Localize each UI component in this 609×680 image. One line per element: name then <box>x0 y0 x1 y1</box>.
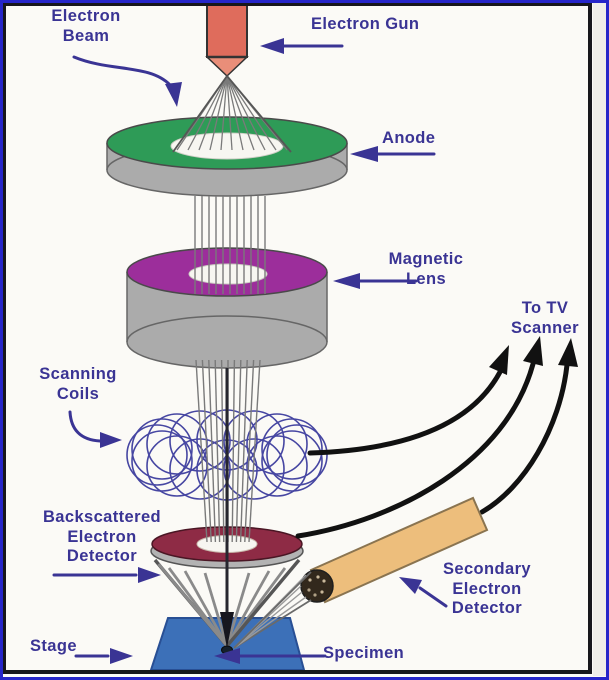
electron-beam-arrow <box>72 55 172 87</box>
magnetic-lens-disc <box>126 247 328 369</box>
anode-disc <box>106 116 348 197</box>
tv-scanner-curve-3 <box>479 362 570 515</box>
tv-scanner-arrowhead-3 <box>558 338 578 367</box>
secondary-electron-fan <box>233 571 312 649</box>
tv-scanner-curve-2 <box>295 361 536 539</box>
frame-black <box>2 2 592 674</box>
electron-gun-label: Electron Gun <box>311 15 420 33</box>
magnetic-lens-label: Magnetic Lens <box>388 250 464 288</box>
electron-beam-fan <box>172 75 292 153</box>
electron-beam-label: Electron Beam <box>51 7 121 45</box>
beam-tip <box>220 612 234 648</box>
scanning-coils-label: Scanning Coils <box>39 365 117 403</box>
tv-scanner-arrowhead-1 <box>489 345 509 375</box>
electron-beam-column-upper <box>194 196 266 294</box>
electron-gun-body <box>206 4 248 58</box>
secondary-detector-arrow <box>418 586 448 608</box>
anode-label: Anode <box>382 129 436 147</box>
label-arrows <box>52 38 448 664</box>
to-tv-scanner-label: To TV Scanner <box>511 299 579 337</box>
scanning-coils-shape <box>126 409 328 501</box>
electron-gun-shape <box>205 4 249 78</box>
tv-scanner-arrows <box>295 336 578 539</box>
secondary-electron-detector-label: Secondary Electron Detector <box>443 560 531 617</box>
electron-gun-funnel <box>205 56 249 78</box>
tv-scanner-arrowhead-2 <box>523 336 543 366</box>
lens-bottom <box>126 315 328 369</box>
backscattered-electron-detector-label: Backscattered Electron Detector <box>42 508 162 565</box>
anode-hole <box>170 132 284 160</box>
tv-scanner-curve-1 <box>307 369 503 456</box>
secondary-detector-shape <box>300 496 489 604</box>
scanning-coils-arrow <box>68 410 102 443</box>
stage-label: Stage <box>30 637 77 655</box>
specimen-label: Specimen <box>323 644 405 662</box>
lens-hole <box>188 263 268 285</box>
